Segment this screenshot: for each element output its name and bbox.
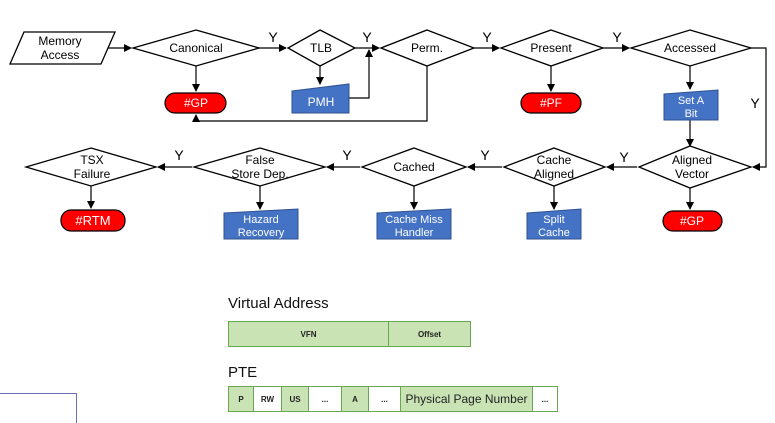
start-label-line2: Access	[41, 48, 80, 62]
start-label-line1: Memory	[38, 34, 81, 48]
action-split-cache: Split Cache	[526, 208, 582, 240]
pmh-label: PMH	[308, 95, 335, 109]
tlb-label: TLB	[310, 41, 332, 55]
virtual-address-fields: VFN Offset	[228, 321, 471, 347]
yes-label: Y	[362, 29, 372, 45]
pte-field-physical-page-number: Physical Page Number	[401, 387, 533, 411]
cached-label: Cached	[393, 160, 434, 174]
pte-field-reserved: ...	[309, 387, 342, 411]
cache-miss-line2: Handler	[395, 227, 434, 239]
accessed-label: Accessed	[664, 41, 716, 55]
rtm-label: #RTM	[75, 213, 110, 228]
decision-aligned-vector: Aligned Vector	[637, 145, 753, 189]
gp-label: #GP	[184, 96, 208, 110]
action-pmh: PMH	[291, 83, 350, 114]
pte-title: PTE	[228, 364, 258, 381]
aligned-vector-line1: Aligned	[672, 153, 712, 167]
yes-label: Y	[268, 29, 278, 45]
decision-false-store-dep: False Store Dep.	[191, 147, 328, 187]
decision-perm: Perm.	[379, 29, 476, 67]
false-store-dep-line2: Store Dep.	[231, 167, 288, 181]
fault-gp-aligned: #GP	[662, 210, 723, 232]
memory-access-flowchart: Y Y Y Y Y Y Y Y Y Memory Access Canonica…	[9, 29, 767, 240]
partial-frame	[0, 393, 77, 423]
action-set-a-bit: Set A Bit	[663, 89, 719, 121]
perm-label: Perm.	[411, 41, 443, 55]
va-field-vfn: VFN	[229, 322, 389, 346]
decision-canonical: Canonical	[130, 29, 262, 67]
split-cache-line1: Split	[543, 214, 564, 226]
pf-label: #PF	[540, 96, 562, 110]
pte-field-rw: RW	[254, 387, 282, 411]
gp-aligned-label: #GP	[680, 214, 704, 228]
yes-label: Y	[342, 147, 352, 163]
canonical-label: Canonical	[169, 41, 222, 55]
fault-gp-canonical: #GP	[164, 92, 227, 114]
aligned-vector-line2: Vector	[675, 167, 709, 181]
pte-fields: P RW US ... A ... Physical Page Number .…	[228, 386, 558, 412]
fault-pf: #PF	[520, 92, 582, 114]
false-store-dep-line1: False	[245, 153, 275, 167]
decision-present: Present	[499, 29, 605, 67]
tsx-failure-line2: Failure	[74, 167, 111, 181]
decision-accessed: Accessed	[628, 29, 754, 67]
yes-label: Y	[482, 29, 492, 45]
yes-labels: Y Y Y Y Y Y Y Y Y	[174, 29, 760, 165]
hazard-recovery-line1: Hazard	[243, 214, 278, 226]
set-a-bit-line1: Set A	[678, 95, 705, 107]
set-a-bit-line2: Bit	[685, 108, 698, 120]
decision-cache-aligned: Cache Aligned	[502, 147, 607, 187]
start-memory-access: Memory Access	[9, 31, 116, 65]
yes-label: Y	[174, 147, 184, 163]
decision-tlb: TLB	[286, 29, 357, 67]
virtual-address-title: Virtual Address	[228, 295, 329, 312]
pte-field-p: P	[229, 387, 254, 411]
action-cache-miss-handler: Cache Miss Handler	[376, 208, 452, 240]
yes-label: Y	[619, 149, 629, 165]
connectors	[87, 44, 767, 210]
yes-label: Y	[480, 147, 490, 163]
yes-label: Y	[612, 29, 622, 45]
pte-field-us: US	[282, 387, 309, 411]
cache-aligned-line1: Cache	[537, 153, 572, 167]
pte-field-reserved: ...	[369, 387, 401, 411]
pte-field-a: A	[342, 387, 369, 411]
action-hazard-recovery: Hazard Recovery	[223, 208, 299, 240]
fault-rtm: #RTM	[60, 209, 126, 232]
va-field-offset: Offset	[389, 322, 470, 346]
decision-tsx-failure: TSX Failure	[23, 147, 159, 187]
pte-field-reserved: ...	[533, 387, 557, 411]
split-cache-line2: Cache	[538, 227, 570, 239]
hazard-recovery-line2: Recovery	[238, 227, 285, 239]
present-label: Present	[530, 41, 572, 55]
yes-label: Y	[750, 95, 760, 111]
decision-cached: Cached	[360, 147, 468, 187]
cache-miss-line1: Cache Miss	[385, 214, 443, 226]
tsx-failure-line1: TSX	[80, 153, 103, 167]
cache-aligned-line2: Aligned	[534, 167, 574, 181]
